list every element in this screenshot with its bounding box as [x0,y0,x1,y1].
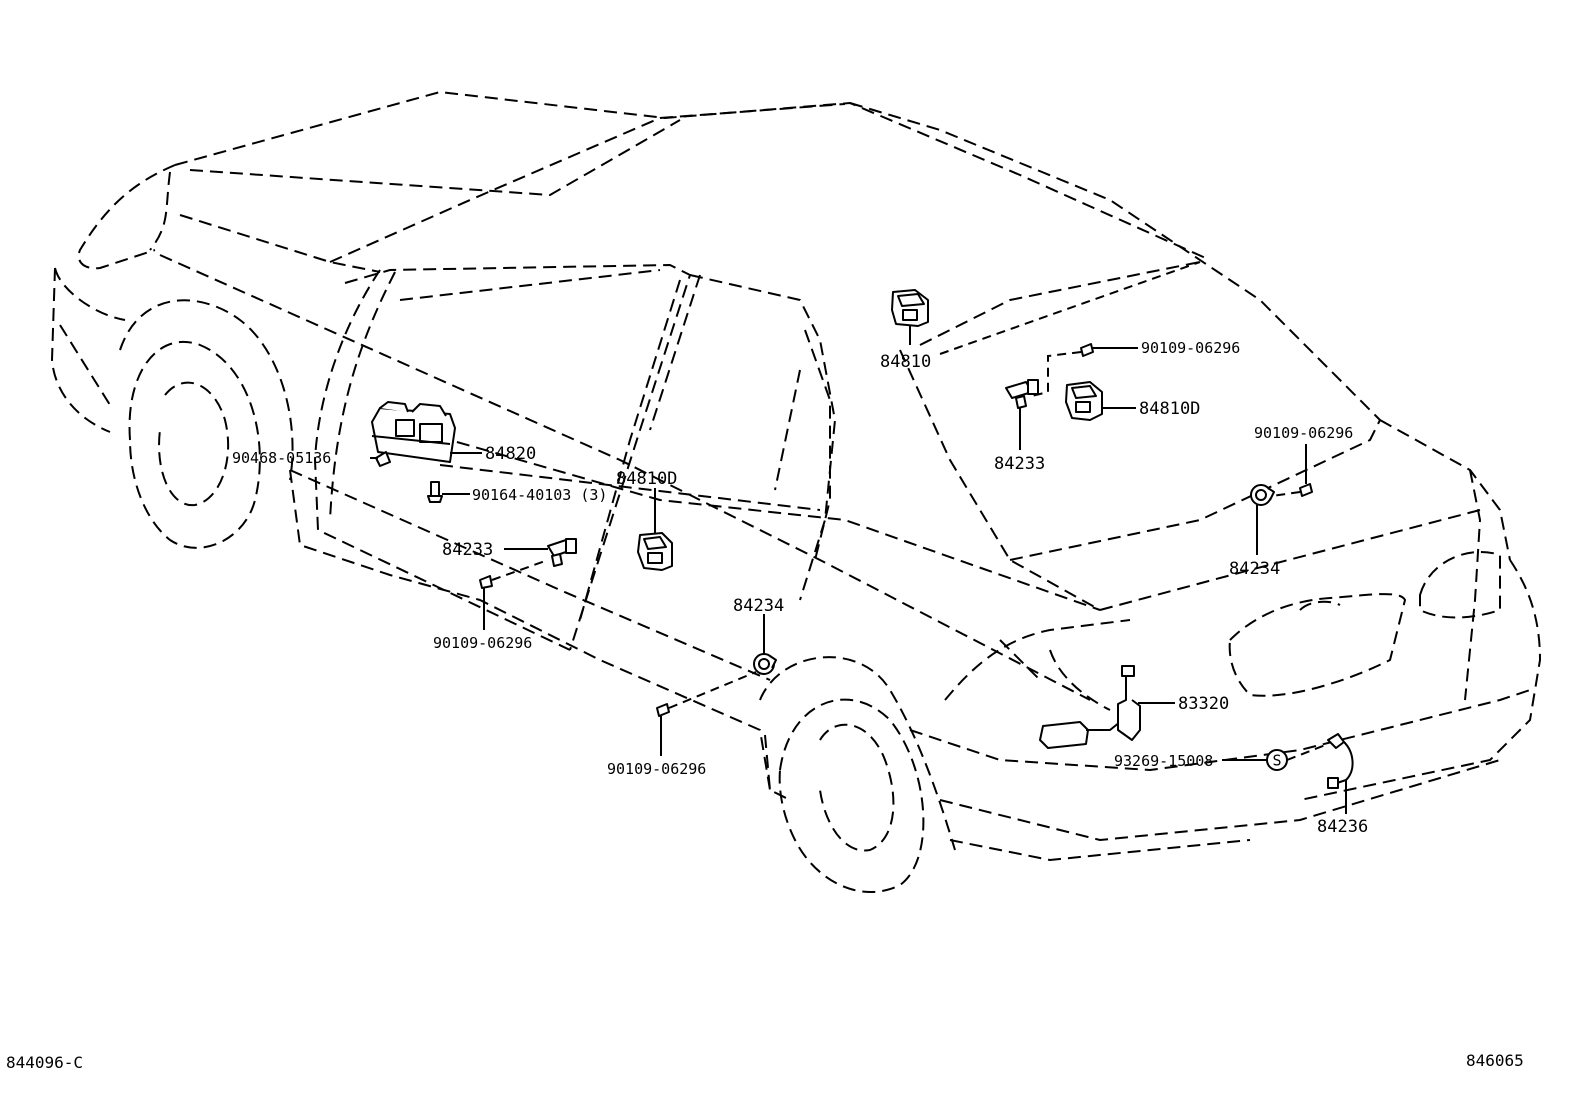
power-window-switch-icon [891,289,929,327]
label-84820: 84820 [485,444,536,464]
label-90468-05136: 90468-05136 [232,449,331,467]
power-window-switch-icon [1065,381,1103,421]
label-93269-15008: 93269-15008 [1114,752,1213,770]
label-83320: 83320 [1178,694,1229,714]
label-84234-left: 84234 [733,596,784,616]
courtesy-switch-icon [547,538,577,567]
courtesy-switch-icon [1005,379,1039,409]
label-84810D-right: 84810D [1139,399,1200,419]
power-window-master-switch-icon [371,401,456,463]
car-body-outline [51,91,1541,894]
luggage-switch-icon [1327,733,1354,789]
label-90109-left-lower: 90109-06296 [607,760,706,778]
figure-id-left: 844096-C [6,1053,83,1072]
bolt-icon [427,481,443,503]
screw-icon [656,703,670,717]
label-84233-upper: 84233 [994,454,1045,474]
label-84810D-center: 84810D [616,469,677,489]
screw-icon [1080,343,1094,357]
label-90109-right: 90109-06296 [1254,424,1353,442]
screw-icon [479,575,493,589]
s-mark-circle: S [1266,749,1288,771]
part-labels: 84810 90109-06296 84233 84810D 90109-062… [232,339,1368,837]
label-84233-left: 84233 [442,540,493,560]
power-window-switch-icon [637,532,673,571]
label-90109-top: 90109-06296 [1141,339,1240,357]
courtesy-lamp-switch-icon [1250,484,1275,506]
label-90109-left-upper: 90109-06296 [433,634,532,652]
s-mark-label: S [1272,752,1281,770]
leader-lines [370,261,1347,814]
label-84236: 84236 [1317,817,1368,837]
figure-id-right: 846065 [1466,1051,1524,1070]
courtesy-lamp-switch-icon [753,653,777,675]
screw-icon [375,451,391,467]
fuel-lid-opener-icon [1039,665,1141,749]
label-84234-right: 84234 [1229,559,1280,579]
screw-icon [1299,483,1313,497]
label-90164-40103: 90164-40103 (3) [472,486,607,504]
label-84810: 84810 [880,352,931,372]
